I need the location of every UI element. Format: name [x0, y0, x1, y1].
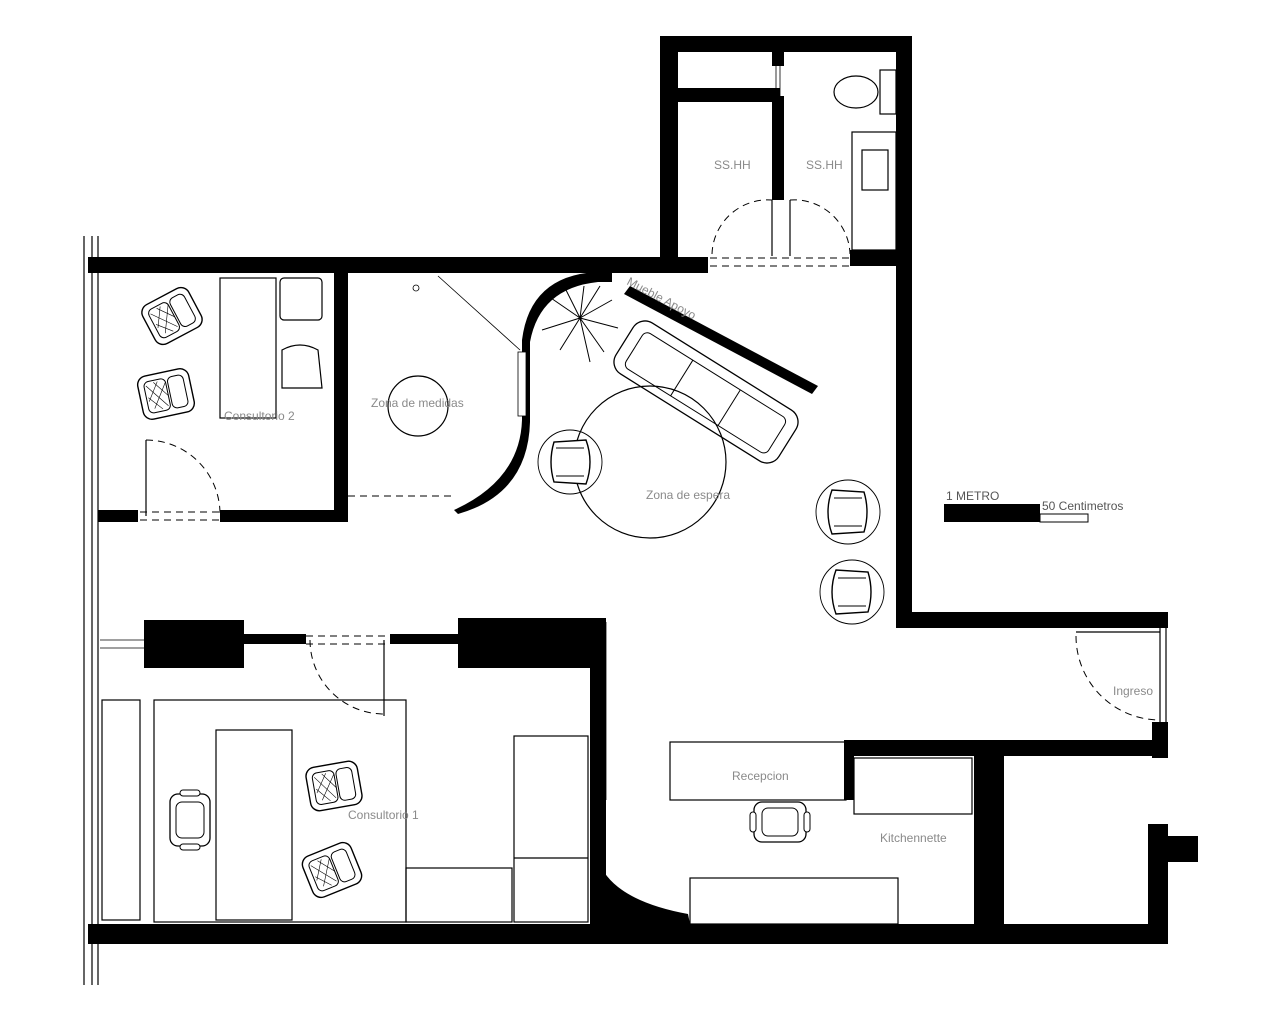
label-consultorio-1: Consultorio 1 — [348, 808, 419, 822]
scale-bar: 1 METRO 50 Centimetros — [944, 489, 1123, 523]
label-zona-medidas: Zona de medidas — [371, 396, 464, 410]
plant-icon — [541, 285, 619, 363]
label-ingreso: Ingreso — [1113, 684, 1153, 698]
scale-fifty-cm: 50 Centimetros — [1042, 499, 1123, 513]
label-kitchennette: Kitchennette — [880, 831, 947, 845]
label-bano-1: SS.HH — [714, 158, 751, 172]
label-zona-espera: Zona de espera — [646, 488, 730, 502]
furniture — [101, 69, 973, 925]
doors — [100, 66, 1167, 800]
scale-one-meter: 1 METRO — [946, 489, 999, 503]
label-bano-2: SS.HH — [806, 158, 843, 172]
label-consultorio-2: Consultorio 2 — [224, 409, 295, 423]
label-recepcion: Recepcion — [732, 769, 789, 783]
walls — [83, 36, 1198, 985]
